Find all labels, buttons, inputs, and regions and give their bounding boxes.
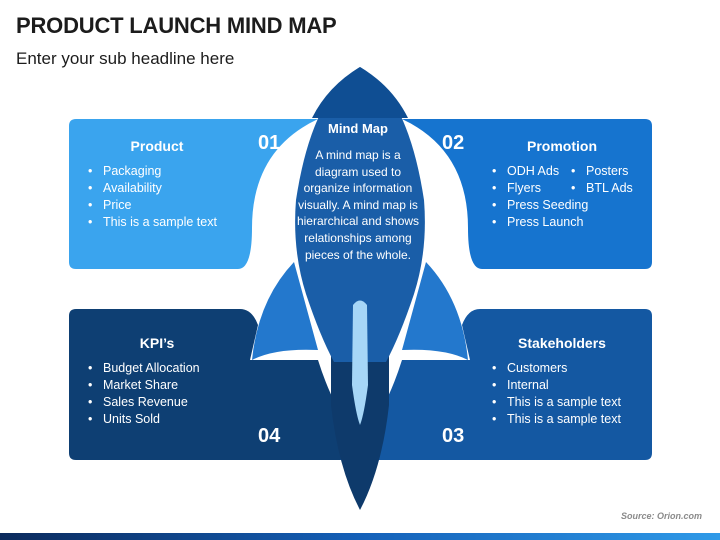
list-item: Units Sold [88, 411, 200, 428]
kpis-heading: KPI’s [139, 335, 175, 351]
rocket-body [295, 67, 425, 362]
rocket-left-wing [252, 262, 318, 360]
list-item: BTL Ads [571, 180, 633, 197]
rocket-tail [331, 355, 389, 510]
list-item: Availability [88, 180, 217, 197]
list-item: This is a sample text [88, 214, 217, 231]
list-item: Price [88, 197, 217, 214]
promotion-list: ODH Ads Flyers Press Seeding Press Launc… [492, 163, 588, 231]
promotion-list-secondary: Posters BTL Ads [571, 163, 633, 197]
list-item: Customers [492, 360, 621, 377]
list-item: Budget Allocation [88, 360, 200, 377]
list-item: Internal [492, 377, 621, 394]
kpis-list: Budget Allocation Market Share Sales Rev… [88, 360, 200, 428]
list-item: Posters [571, 163, 633, 180]
product-heading: Product [130, 138, 184, 154]
rocket-flame [352, 300, 368, 425]
product-number: 01 [258, 132, 281, 154]
bottom-accent-bar [0, 533, 720, 540]
rocket-nose [312, 67, 408, 118]
page-subtitle: Enter your sub headline here [16, 49, 235, 68]
list-item: Market Share [88, 377, 200, 394]
list-item: Press Seeding [492, 197, 588, 214]
list-item: Flyers [492, 180, 588, 197]
promotion-number: 02 [442, 132, 465, 154]
promotion-heading: Promotion [527, 138, 597, 154]
mind-map-description: A mind map is a diagram used to organize… [296, 148, 420, 262]
stakeholders-list: Customers Internal This is a sample text… [492, 360, 621, 428]
stakeholders-number: 03 [442, 425, 465, 447]
kpis-number: 04 [258, 425, 281, 447]
mind-map-title: Mind Map [328, 121, 388, 136]
list-item: Sales Revenue [88, 394, 200, 411]
list-item: This is a sample text [492, 411, 621, 428]
product-list: Packaging Availability Price This is a s… [88, 163, 217, 231]
list-item: Press Launch [492, 214, 588, 231]
source-note: Source: Orion.com [620, 511, 702, 521]
page-title: PRODUCT LAUNCH MIND MAP [16, 13, 337, 38]
list-item: This is a sample text [492, 394, 621, 411]
list-item: ODH Ads [492, 163, 588, 180]
rocket-right-wing [402, 262, 468, 360]
stakeholders-heading: Stakeholders [518, 335, 606, 351]
list-item: Packaging [88, 163, 217, 180]
